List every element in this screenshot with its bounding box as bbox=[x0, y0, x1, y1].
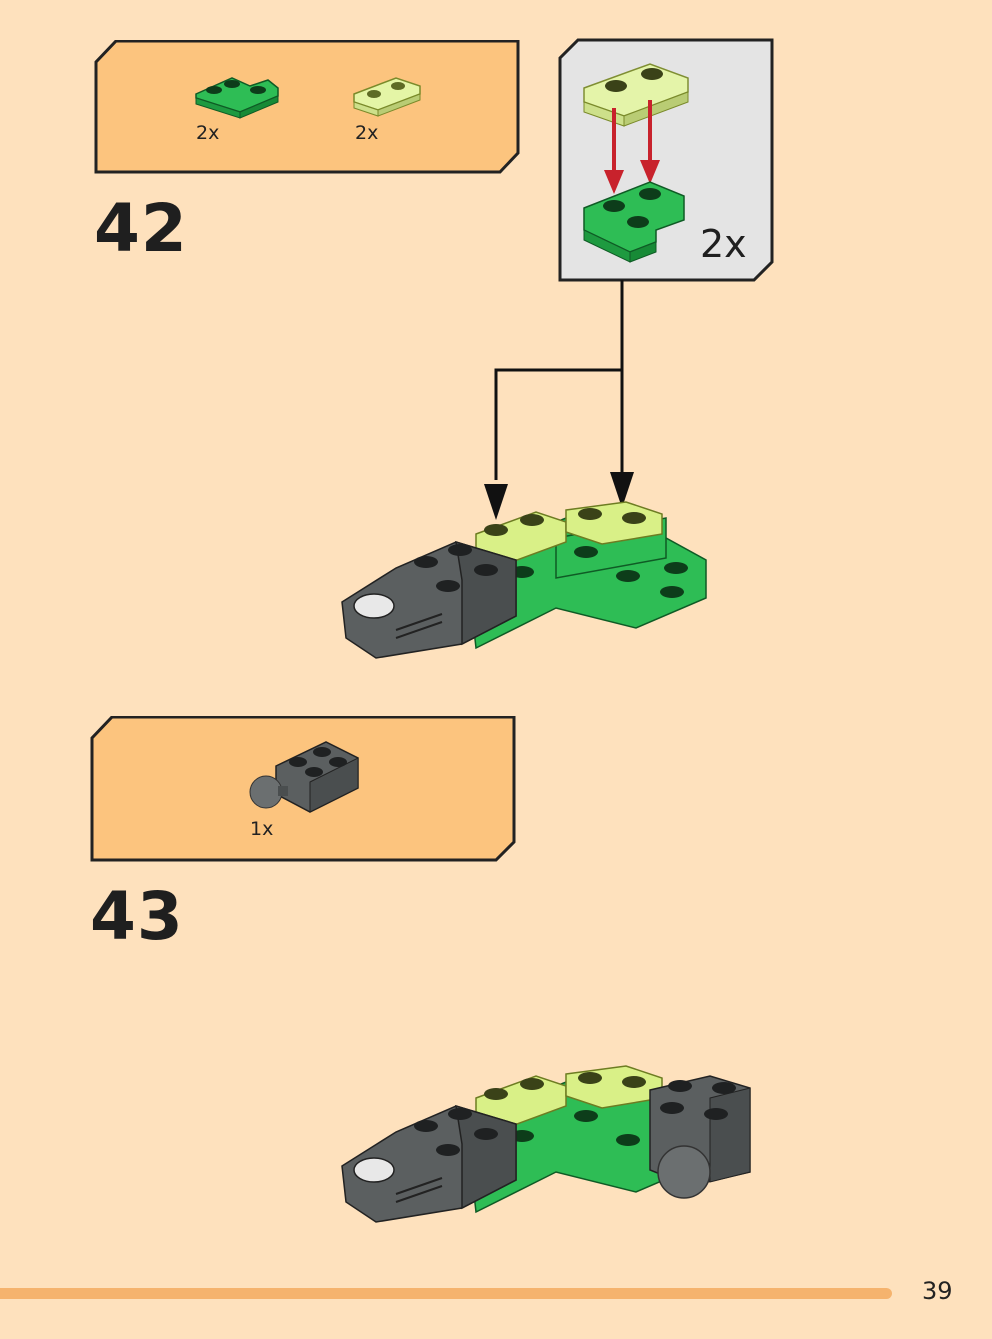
green-corner-plate-icon bbox=[195, 77, 279, 119]
callout-green-corner-plate-icon bbox=[583, 181, 685, 263]
callout-quantity: 2x bbox=[700, 222, 747, 266]
sub-assembly-callout: 2x bbox=[558, 38, 774, 284]
grey-ball-joint-brick-icon bbox=[249, 741, 359, 813]
step-43-parts-box: 1x bbox=[90, 716, 516, 862]
arrow-head-icon bbox=[484, 484, 508, 520]
part-qty-lime-plate: 2x bbox=[355, 122, 379, 144]
arrow-head-icon bbox=[610, 472, 634, 508]
step-number-42: 42 bbox=[94, 190, 188, 267]
step-43-model-illustration bbox=[341, 1065, 751, 1223]
step-42-model-illustration bbox=[341, 501, 707, 659]
part-qty-green-corner-plate: 2x bbox=[196, 122, 220, 144]
step-number-43: 43 bbox=[90, 878, 184, 955]
step-42-parts-box: 2x 2x bbox=[94, 40, 520, 174]
part-qty-grey-ball-joint-brick: 1x bbox=[250, 818, 274, 840]
red-arrow-icon bbox=[604, 100, 660, 194]
page-number: 39 bbox=[922, 1277, 953, 1305]
footer-progress-bar bbox=[0, 1288, 892, 1299]
lime-plate-icon bbox=[353, 77, 421, 117]
placement-arrows bbox=[484, 280, 634, 520]
